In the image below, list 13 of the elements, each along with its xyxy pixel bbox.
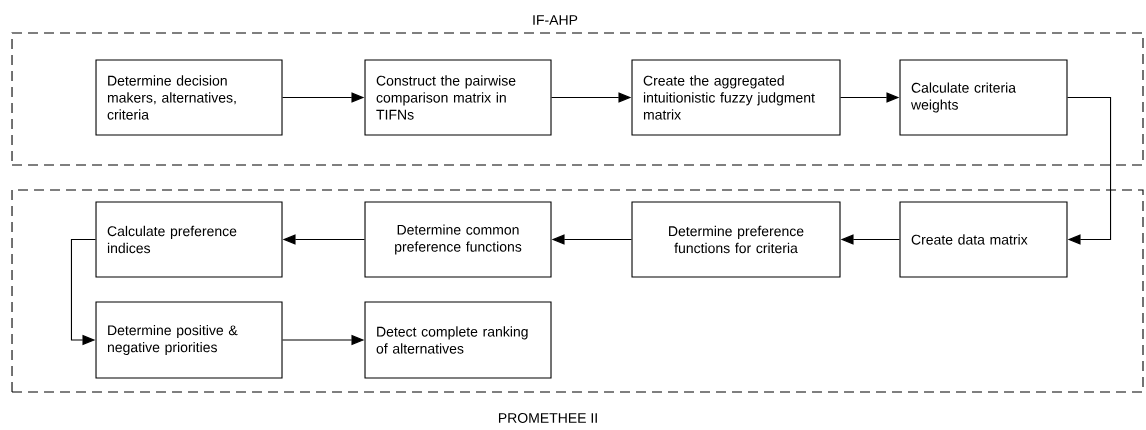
group-heading: PROMETHEE II — [499, 413, 597, 423]
process-box: Determine preference functions for criteria — [631, 201, 841, 278]
process-box: Detect complete ranking of alternatives — [364, 301, 552, 379]
process-box: Determine decision makers, alternatives, criteria — [95, 59, 283, 136]
process-box: Determine positive & negative priorities — [95, 301, 283, 379]
process-box: Calculate criteria weights — [899, 59, 1068, 136]
process-box: Calculate preference indices — [95, 201, 283, 278]
arrow — [1067, 96, 1112, 245]
process-box: Create data matrix — [899, 201, 1068, 278]
process-box: Create the aggregated intuitionistic fuzzy judgment matrix — [631, 59, 841, 136]
process-box: Determine common preference functions — [364, 201, 552, 278]
group-heading: IF-AHP — [533, 15, 578, 25]
process-box: Construct the pairwise comparison matrix in TIFNs — [364, 59, 552, 136]
